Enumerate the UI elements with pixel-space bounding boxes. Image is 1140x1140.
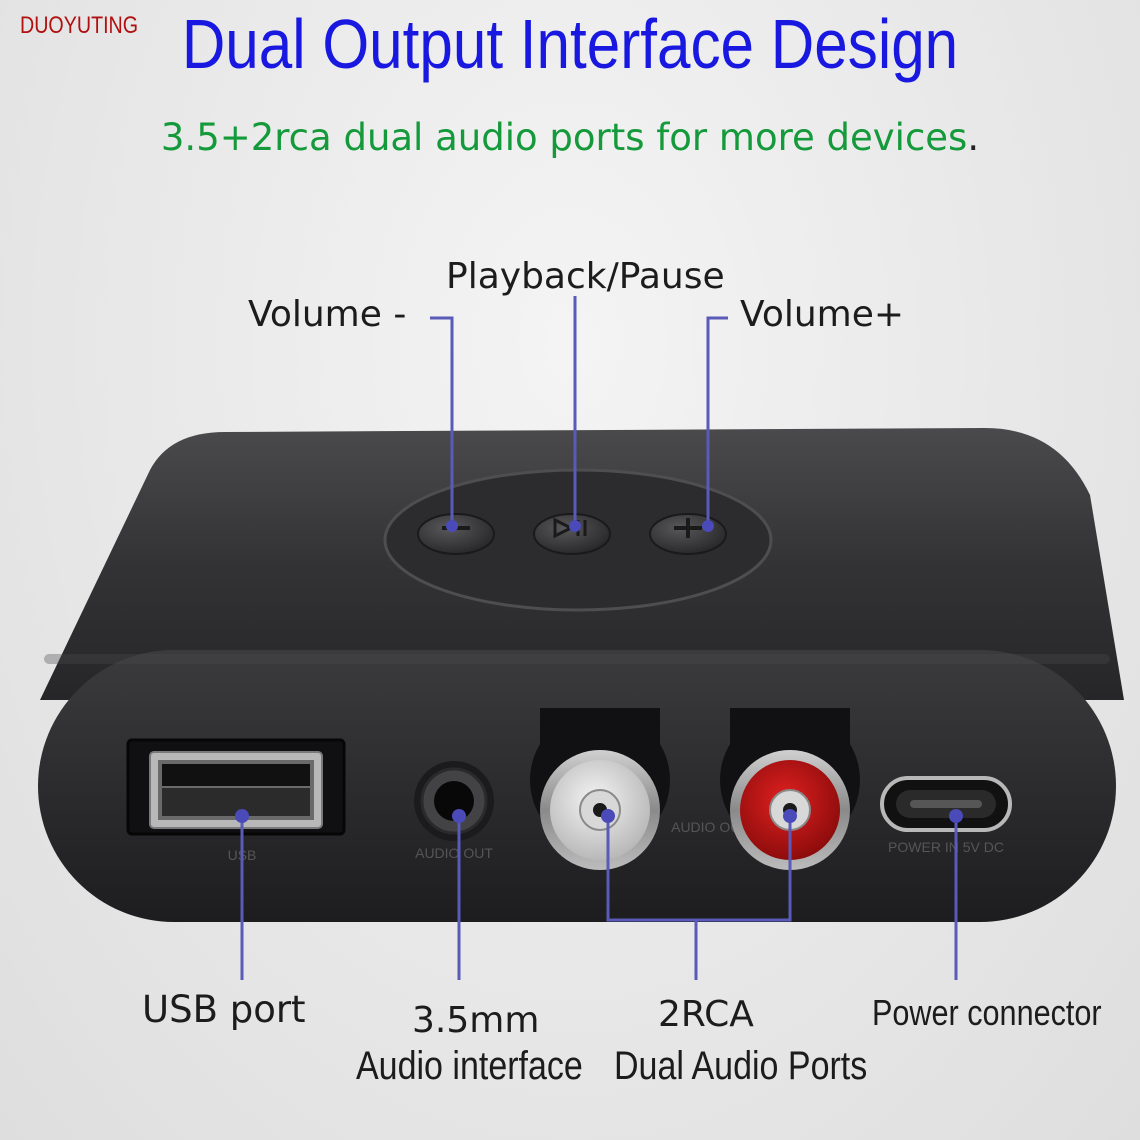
subtitle-text: 3.5+2rca dual audio ports for more devic… <box>160 116 968 159</box>
label-volume-minus: Volume - <box>248 294 407 335</box>
callout-rca-bracket <box>606 812 792 922</box>
label-audio-35-line2: Audio interface <box>356 1044 583 1088</box>
page-subtitle: 3.5+2rca dual audio ports for more devic… <box>0 116 1140 159</box>
audio-jack-35mm[interactable] <box>414 761 494 841</box>
usb-port[interactable] <box>126 738 346 836</box>
rca-audio-out-marking: AUDIO OUT <box>671 819 749 835</box>
label-rca-line2: Dual Audio Ports <box>614 1044 868 1088</box>
page-title: Dual Output Interface Design <box>181 5 959 83</box>
callout-lines <box>240 296 958 980</box>
rca-white-port[interactable] <box>530 708 670 870</box>
label-volume-plus: Volume+ <box>740 294 905 335</box>
subtitle-period: . <box>967 116 980 159</box>
power-connector-port[interactable] <box>880 776 1012 832</box>
label-rca-line1: 2RCA <box>658 994 754 1035</box>
label-audio-35-line1: 3.5mm <box>412 1000 540 1041</box>
label-usb-port: USB port <box>142 988 306 1031</box>
power-marking: POWER IN 5V DC <box>888 839 1004 855</box>
callout-volume-plus <box>706 316 728 526</box>
label-power-connector: Power connector <box>872 992 1102 1033</box>
audio-out-marking: AUDIO OUT <box>415 845 493 861</box>
volume-minus-button[interactable] <box>417 513 495 555</box>
volume-plus-button[interactable] <box>649 513 727 555</box>
callout-volume-minus <box>430 316 454 526</box>
label-playback-pause: Playback/Pause <box>446 256 725 297</box>
brand-logo-text: DUOYUTING <box>20 12 139 39</box>
plus-icon <box>674 518 702 538</box>
playback-pause-button[interactable] <box>533 513 611 555</box>
callout-dots <box>235 520 963 823</box>
